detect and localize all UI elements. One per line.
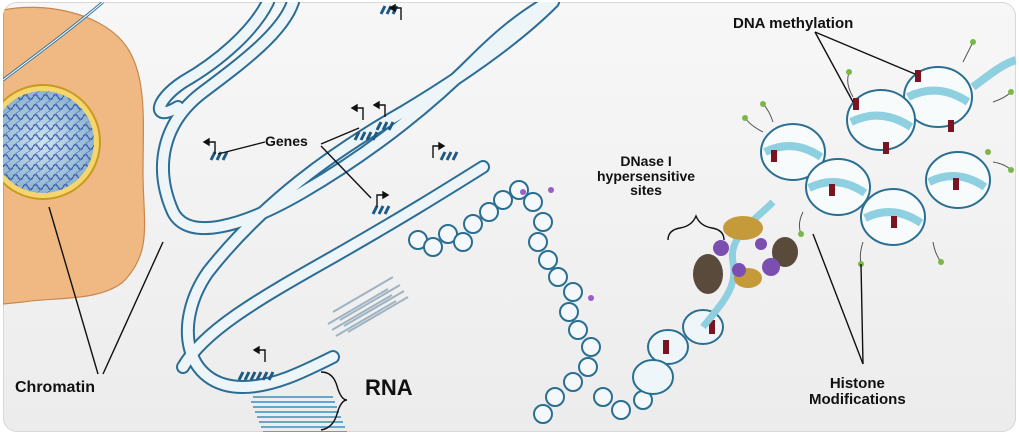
dnase-label-line2: hypersensitive bbox=[597, 167, 696, 184]
rna-transcripts bbox=[251, 396, 347, 432]
genes-label: Genes bbox=[265, 133, 308, 149]
dna-wraps bbox=[763, 56, 1016, 227]
rna-brace bbox=[320, 371, 348, 431]
solenoid-fiber bbox=[327, 276, 409, 337]
transcription-start-arrows bbox=[202, 3, 446, 362]
chromatin-fibers bbox=[152, 2, 560, 395]
chromatin-illustration bbox=[3, 2, 1016, 432]
chromatin-label: Chromatin bbox=[15, 379, 95, 396]
dnase-label: DNase I hypersensitive sites bbox=[597, 154, 695, 198]
dna-methylation-label: DNA methylation bbox=[733, 15, 854, 32]
diagram-frame: Chromatin Genes RNA DNase I hypersensiti… bbox=[3, 2, 1016, 432]
dnase-site-proteins bbox=[693, 216, 798, 294]
leader-lines bbox=[48, 31, 916, 375]
dnase-label-line3: sites bbox=[630, 182, 662, 199]
histone-tails bbox=[744, 41, 1012, 265]
dnase-brace bbox=[667, 214, 725, 241]
histone-label-line1: Histone bbox=[829, 375, 885, 392]
nucleus bbox=[3, 84, 101, 200]
histone-mark-dots bbox=[742, 39, 1014, 267]
histone-modifications-label: Histone Modifications bbox=[809, 376, 906, 408]
dnase-label-line1: DNase I bbox=[620, 153, 672, 169]
rna-label: RNA bbox=[365, 375, 413, 400]
nucleosome-cluster bbox=[760, 66, 991, 246]
nucleosome-string bbox=[408, 180, 653, 424]
methylation-marks bbox=[771, 70, 959, 228]
histone-label-line2: Modifications bbox=[809, 390, 906, 408]
